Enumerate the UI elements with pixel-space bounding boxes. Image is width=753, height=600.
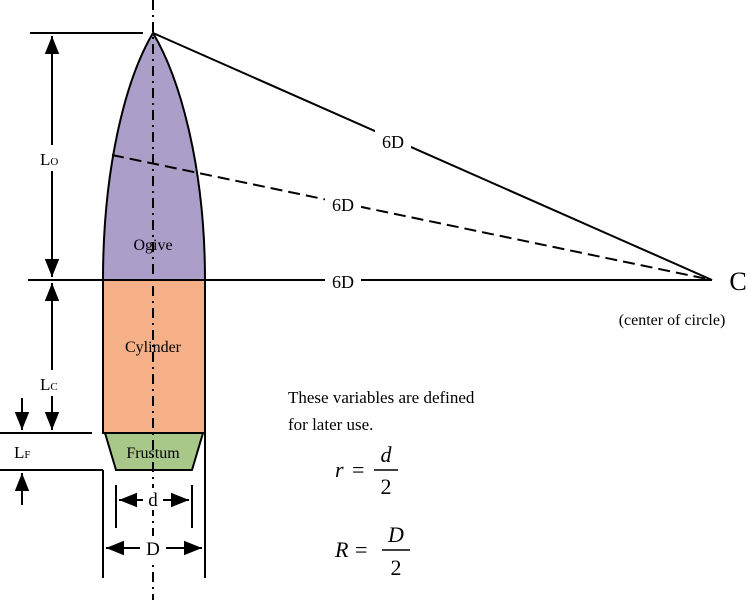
svg-text:d: d bbox=[381, 442, 393, 467]
center-caption: (center of circle) bbox=[619, 312, 726, 329]
lo-label: LO bbox=[40, 150, 58, 169]
radius-label-dashed: 6D bbox=[332, 195, 354, 215]
center-letter: C bbox=[729, 267, 746, 296]
cylinder-label: Cylinder bbox=[125, 339, 182, 356]
radius-label-base: 6D bbox=[332, 272, 354, 292]
frustum-shape bbox=[103, 432, 205, 471]
lc-label: LC bbox=[40, 375, 58, 394]
formula-r: r = d 2 bbox=[335, 442, 398, 499]
formula-R: R = D 2 bbox=[334, 522, 410, 580]
svg-text:r: r bbox=[335, 457, 344, 482]
svg-text:=: = bbox=[352, 457, 364, 482]
svg-text:R: R bbox=[334, 537, 349, 562]
svg-text:D: D bbox=[387, 522, 404, 547]
ogive-label: Ogive bbox=[133, 237, 172, 254]
d-label: d bbox=[148, 490, 158, 511]
note-line1: These variables are defined bbox=[288, 388, 475, 407]
lf-label: LF bbox=[14, 443, 31, 462]
frustum-label: Frustum bbox=[126, 445, 180, 462]
radius-line-dashed bbox=[111, 154, 713, 281]
svg-text:2: 2 bbox=[381, 474, 392, 499]
note-line2: for later use. bbox=[288, 415, 373, 434]
svg-text:2: 2 bbox=[391, 555, 402, 580]
svg-text:=: = bbox=[355, 537, 367, 562]
radius-line-tip bbox=[152, 32, 713, 281]
radius-label-tip: 6D bbox=[382, 132, 404, 152]
D-label: D bbox=[146, 539, 160, 560]
